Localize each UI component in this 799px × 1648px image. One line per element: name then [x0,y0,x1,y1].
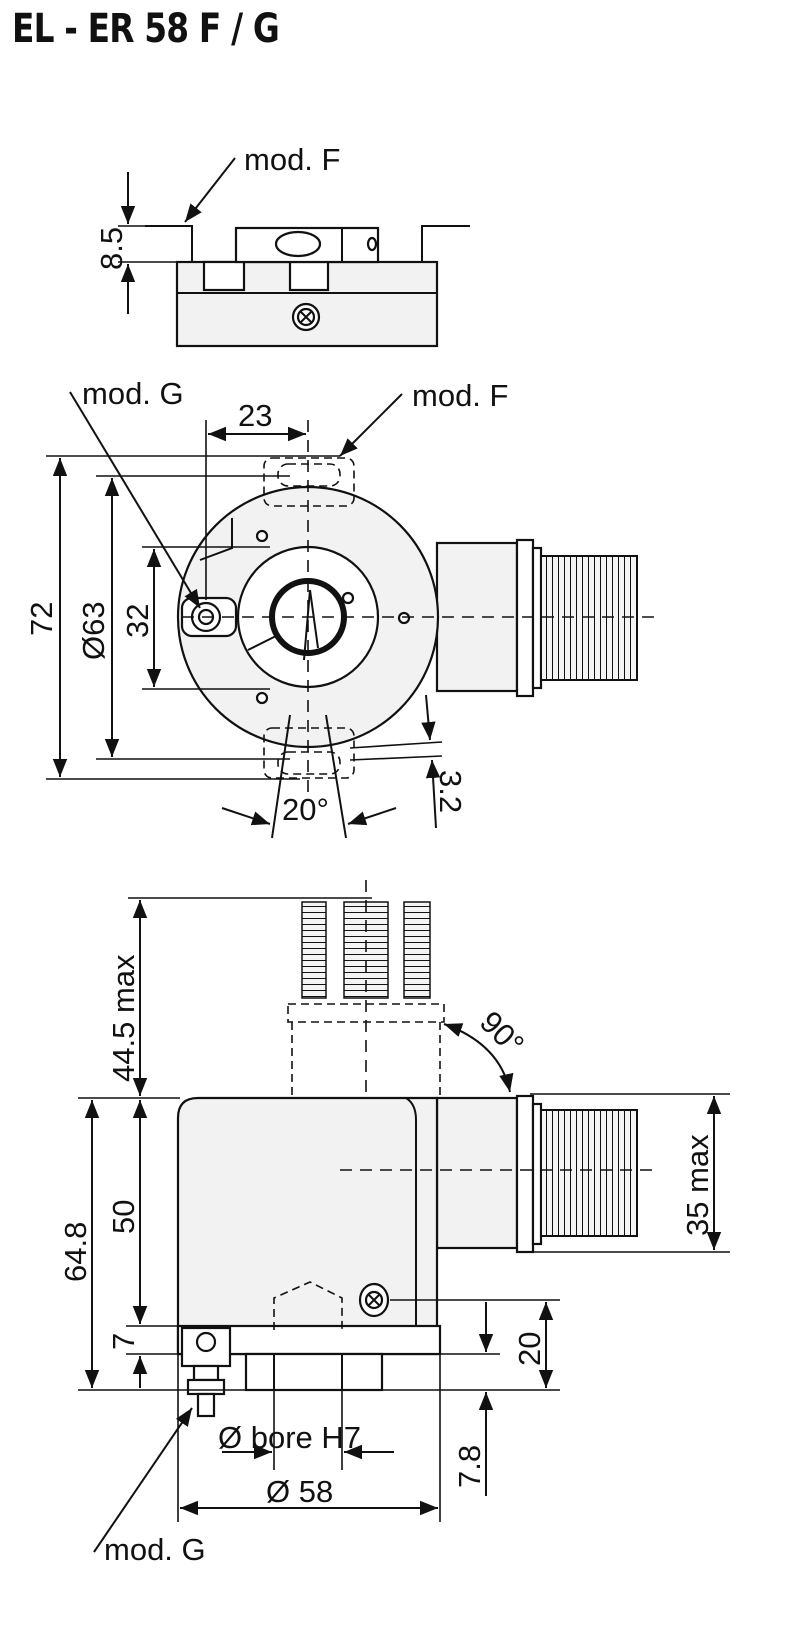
top-view: 8.5 mod. F [94,142,470,348]
mod-f-label-front: mod. F [412,378,508,413]
side-view: 44.5 max 90° 64.8 50 7 35 max 20 7.8 [58,880,730,1567]
encoder-side-body [176,1096,439,1356]
dim-90-degree: 90° [473,1004,531,1062]
mod-f-label-top: mod. F [244,142,340,177]
dim-64-8: 64.8 [58,1222,93,1282]
dim-7: 7 [106,1333,141,1350]
dim-50: 50 [106,1200,141,1234]
mod-g-label-side: mod. G [104,1532,206,1567]
mod-g-label-front: mod. G [82,376,184,411]
screw-icon [291,302,321,332]
dim-3-2: 3.2 [433,770,468,813]
front-view: 20° 3.2 23 72 Ø63 32 mod. G mod. F [24,376,660,839]
dim-44-5-max: 44.5 max [106,954,141,1082]
dim-23: 23 [238,398,272,433]
dim-8-5: 8.5 [94,227,129,270]
dim-bore-h7: Ø bore H7 [218,1420,361,1455]
side-connector-thread [540,1109,638,1237]
dim-20: 20 [512,1332,547,1366]
connector-thread [540,555,638,681]
dim-58: Ø 58 [266,1474,333,1509]
dim-63: Ø63 [76,601,111,660]
page-title: EL - ER 58 F / G [12,6,280,52]
screw-icon [358,1282,390,1318]
dim-72: 72 [24,602,59,636]
dim-20-degree: 20° [282,792,329,827]
dim-35-max: 35 max [680,1134,715,1236]
dim-32: 32 [120,604,155,638]
dim-7-8: 7.8 [452,1445,487,1488]
